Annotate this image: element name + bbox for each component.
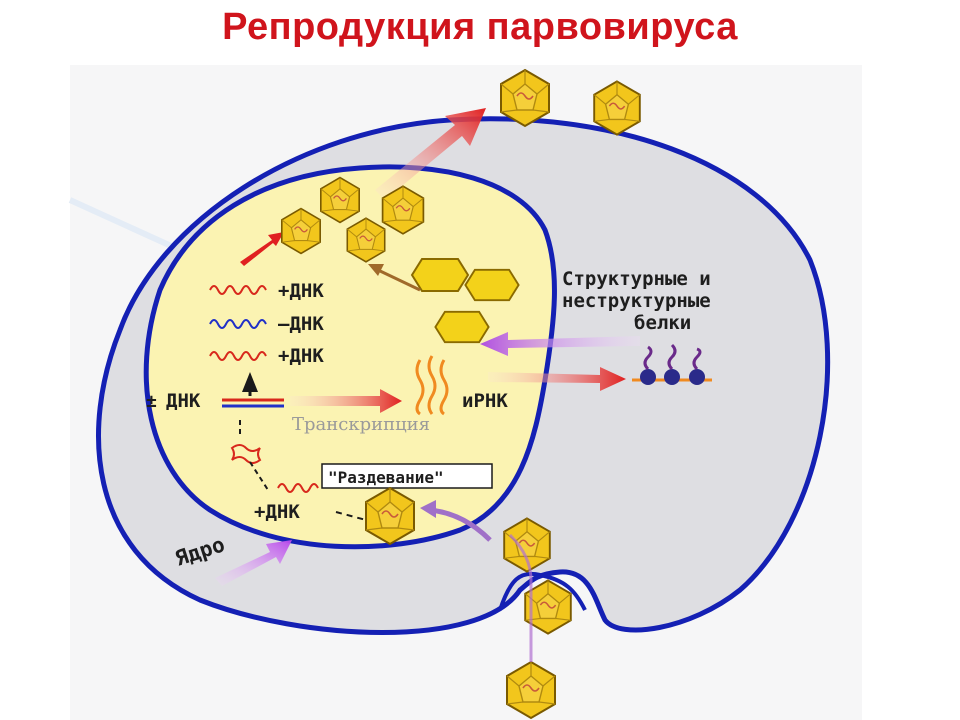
assembly-arrow (377, 268, 421, 292)
uncoating-label: "Раздевание" (328, 468, 444, 487)
nucleus-pointer-arrow (215, 540, 292, 586)
membrane-invagination (498, 571, 587, 611)
ribosome-icon (664, 343, 680, 385)
proteins-label-line1: Структурные и (562, 268, 711, 290)
dna-double-label: ДНК (166, 390, 201, 412)
faint-streak (68, 197, 182, 253)
uncoating-path (239, 420, 269, 491)
proteins-label-line2: неструктурные (562, 290, 711, 312)
page-title: Репродукция парвовируса (222, 6, 738, 48)
entry-purple-line (508, 533, 533, 662)
dna-minus-strand (209, 319, 267, 329)
dna-plus-label: +ДНК (278, 345, 324, 367)
dna-plus-minus-sign: ± (146, 391, 157, 412)
transcription-arrow (290, 389, 402, 413)
entry-dna-strand (277, 483, 319, 493)
dna-plus-strand (209, 351, 267, 361)
assembly-arrowhead (368, 264, 384, 276)
exit-arrow (375, 108, 486, 200)
dna-minus-label: –ДНК (278, 313, 324, 335)
transcription-label: Транскрипция (292, 414, 430, 435)
protein-hexagon-icon (434, 310, 490, 344)
uncoating-box (321, 463, 493, 489)
ribosome-icon (689, 347, 705, 385)
uncoated-capsid-icon (230, 444, 262, 464)
dna-plus-label: +ДНК (278, 280, 324, 302)
ribosome-icon (640, 345, 656, 385)
mrna-strand (415, 359, 425, 416)
protein-hexagon-icon (411, 258, 469, 292)
mrna-strand (439, 359, 449, 416)
release-arrow-small (240, 232, 284, 266)
dna-plus-bottom-label: +ДНК (254, 501, 300, 523)
proteins-label-line3: белки (634, 312, 691, 334)
export-arrow (488, 367, 626, 391)
dna-plus-strand (209, 285, 267, 295)
entry-dashes (335, 511, 367, 521)
mrna-strand (427, 355, 437, 415)
protein-import-arrow (480, 332, 640, 356)
nucleus (143, 164, 557, 550)
protein-hexagon-icon (464, 268, 520, 302)
replication-arrowhead (242, 372, 258, 392)
mrna-label: иРНК (462, 390, 508, 412)
nuclear-entry-arrowhead (420, 500, 436, 518)
